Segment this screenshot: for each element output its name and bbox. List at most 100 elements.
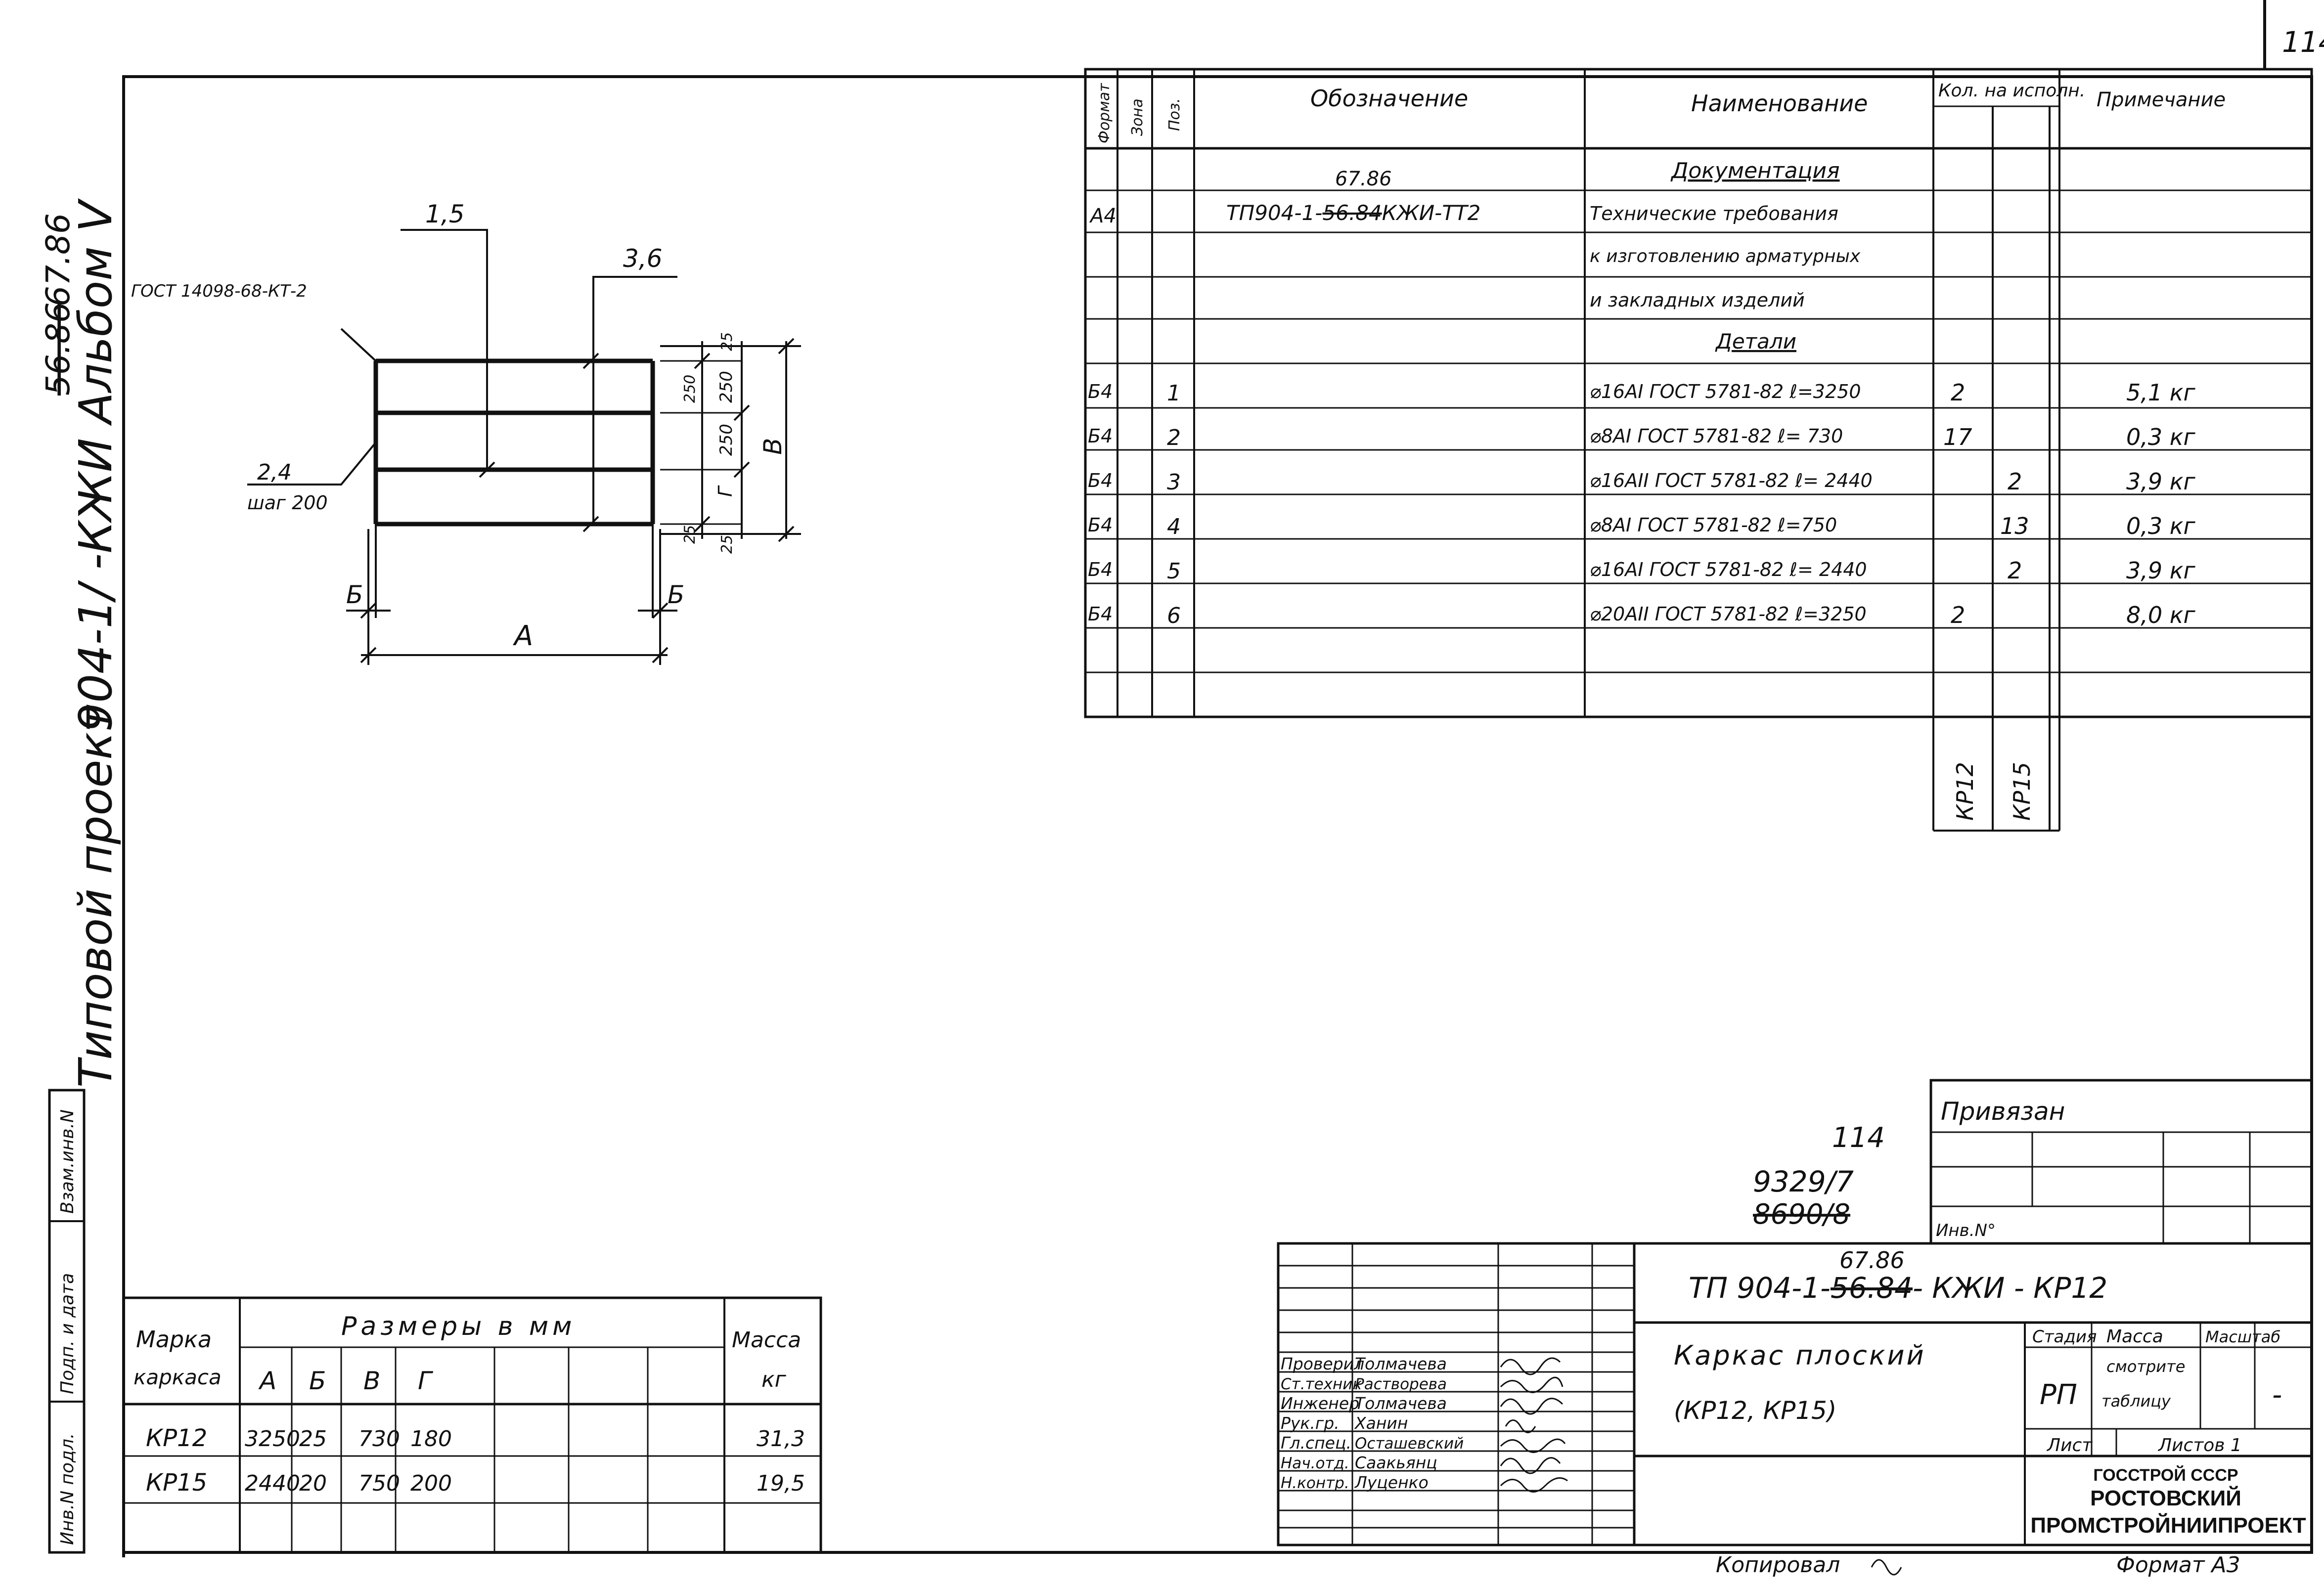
left-margin: Типовой проект 904-1/ -КЖИ Альбом V 56.8…	[39, 198, 122, 1088]
staff-name: Толмачева	[1355, 1394, 1447, 1413]
spec-row-note: 3,9 кг	[2126, 557, 2196, 584]
staff-name: Толмачева	[1355, 1354, 1447, 1373]
spec-row-format: Б4	[1088, 559, 1113, 580]
spec-header-pos: Поз.	[1166, 98, 1183, 131]
spec-row-qty-1: 2	[1951, 379, 1965, 406]
dim-250-left-label: 250	[681, 375, 699, 403]
dims-row-kr12: КР12 3250 25 730 180 31,3	[146, 1424, 805, 1452]
dims-header-sizes: Размеры в мм	[341, 1312, 576, 1341]
dims-row-mass: 31,3	[757, 1426, 805, 1452]
spec-row-format: Б4	[1088, 514, 1113, 536]
binding-inv-label: Инв.N°	[1936, 1221, 1996, 1240]
variant-kr12: КР12	[1952, 762, 1978, 821]
spec-doc-designation-struck: 56.84	[1322, 201, 1382, 225]
title-doc-code-prefix: ТП 904-1-	[1689, 1271, 1831, 1305]
dim-25-bottom-label: 25	[681, 525, 699, 544]
binding-title: Привязан	[1941, 1097, 2065, 1126]
project-code-new: 67.86	[39, 213, 77, 307]
dims-row-v: 730	[358, 1426, 400, 1452]
staff-name: Осташевский	[1355, 1435, 1464, 1453]
spec-row-format: Б4	[1088, 470, 1113, 491]
dims-col-g: Г	[418, 1367, 434, 1395]
staff-list: Проверил Толмачева Ст.техник Растворева …	[1281, 1354, 1464, 1492]
org-line-1: ГОССТРОЙ СССР	[2093, 1465, 2238, 1485]
spec-row-pos: 2	[1167, 425, 1181, 450]
staff-name: Луценко	[1354, 1473, 1429, 1492]
title-mass-line-1: смотрите	[2106, 1357, 2185, 1376]
title-doc-code-suffix: - КЖИ - КР12	[1913, 1271, 2107, 1305]
dims-row-mark: КР12	[146, 1424, 207, 1452]
step-label: шаг 200	[247, 492, 328, 514]
spec-row-pos: 6	[1167, 603, 1181, 628]
staff-name: Саакьянц	[1355, 1453, 1437, 1472]
title-block-grid	[1277, 1242, 2313, 1546]
spec-doc-name-line-2: к изготовлению арматурных	[1590, 246, 1861, 266]
spec-row-5: Б4 5 ⌀16АI ГОСТ 5781-82 ℓ= 2440 2 3,9 кг	[1088, 557, 2196, 584]
spec-header-designation: Обозначение	[1310, 85, 1468, 112]
page-number: 114	[2282, 25, 2324, 59]
dims-table: Марка каркаса Размеры в мм Масса кг А Б …	[134, 1312, 805, 1497]
title-block: ТП 904-1-56.84- КЖИ - КР12 67.86 Каркас …	[1281, 1247, 2306, 1578]
staff-role: Рук.гр.	[1281, 1413, 1340, 1433]
staff-role: Проверил	[1281, 1354, 1364, 1373]
variant-kr15: КР15	[2009, 762, 2035, 821]
spec-row-qty-2: 2	[2008, 468, 2022, 495]
dims-col-v: В	[363, 1367, 380, 1395]
pos-label-3-6: 3,6	[623, 244, 663, 273]
spec-header-format: Формат	[1096, 83, 1113, 143]
dims-col-b: Б	[309, 1367, 326, 1395]
binding-number-top: 114	[1832, 1122, 1885, 1154]
stamp-sign-date: Подп. и дата	[57, 1273, 78, 1394]
pos-label-2-4: 2,4	[257, 460, 292, 485]
dims-header-mass-1: Масса	[732, 1327, 801, 1353]
binding-number-struck: 8690/8	[1753, 1198, 1850, 1231]
title-mass-header: Масса	[2106, 1326, 2163, 1347]
dims-row-mass: 19,5	[757, 1471, 805, 1496]
binding-block: Привязан Инв.N° 114 9329/7 8690/8	[1753, 1097, 2065, 1240]
spec-row-note: 5,1 кг	[2126, 379, 2196, 406]
dims-row-mark: КР15	[146, 1469, 207, 1497]
binding-number-main: 9329/7	[1753, 1165, 1854, 1198]
title-name-line-2: (КР12, КР15)	[1674, 1396, 1836, 1425]
dims-row-g: 180	[410, 1426, 452, 1452]
spec-row-qty-2: 2	[2008, 557, 2022, 584]
dim-25-top-label: 25	[718, 332, 736, 351]
staff-role: Н.контр.	[1281, 1474, 1349, 1492]
spec-row-note: 8,0 кг	[2126, 602, 2196, 628]
project-album-title: 904-1/ -КЖИ Альбом V	[69, 198, 122, 732]
spec-doc-designation-prefix: ТП904-1-	[1226, 201, 1322, 225]
title-doc-code-new: 67.86	[1839, 1247, 1905, 1274]
spec-row-name: ⌀16АII ГОСТ 5781-82 ℓ= 2440	[1590, 470, 1873, 491]
dims-row-g: 200	[410, 1471, 452, 1496]
spec-row-pos: 4	[1167, 514, 1181, 539]
spec-row-format: Б4	[1088, 381, 1113, 402]
spec-header-note: Примечание	[2097, 88, 2226, 111]
dim-a-label: А	[513, 620, 533, 652]
title-sheets-header: Листов 1	[2157, 1435, 2242, 1456]
spec-row-name: ⌀8АI ГОСТ 5781-82 ℓ= 730	[1590, 425, 1843, 447]
spec-doc-format: А4	[1089, 205, 1117, 227]
weld-label: ГОСТ 14098-68-КТ-2	[131, 281, 307, 301]
project-type-title: Типовой проект	[69, 705, 122, 1088]
frame-drawing-labels: ГОСТ 14098-68-КТ-2 1,5 3,6 2,4 шаг 200 А…	[131, 200, 787, 652]
dims-row-a: 3250	[245, 1426, 300, 1452]
spec-table: Формат Зона Поз. Обозначение Наименовани…	[1088, 81, 2226, 821]
staff-name: Ханин	[1354, 1413, 1408, 1433]
spec-row-qty-1: 2	[1951, 602, 1965, 628]
signature-scribbles	[1500, 1357, 1568, 1493]
dims-row-b: 25	[299, 1426, 327, 1452]
spec-row-note: 3,9 кг	[2126, 468, 2196, 495]
title-scale-header: Масштаб	[2205, 1327, 2280, 1346]
dim-v-label: В	[759, 438, 787, 455]
dim-250-lower-label: 250	[716, 424, 736, 456]
spec-row-pos: 1	[1167, 381, 1181, 406]
dims-row-v: 750	[358, 1471, 400, 1496]
stamp-inv-podl: Инв.N подл.	[57, 1433, 78, 1545]
spec-doc-designation-suffix: КЖИ-ТТ2	[1382, 201, 1481, 225]
spec-row-pos: 3	[1167, 470, 1181, 495]
title-mass-line-2: таблицу	[2101, 1392, 2171, 1411]
spec-row-name: ⌀16АI ГОСТ 5781-82 ℓ= 2440	[1590, 559, 1867, 580]
title-scale-value: -	[2272, 1379, 2282, 1411]
frame-drawing	[247, 229, 801, 665]
title-stage-header: Стадия	[2032, 1327, 2097, 1347]
